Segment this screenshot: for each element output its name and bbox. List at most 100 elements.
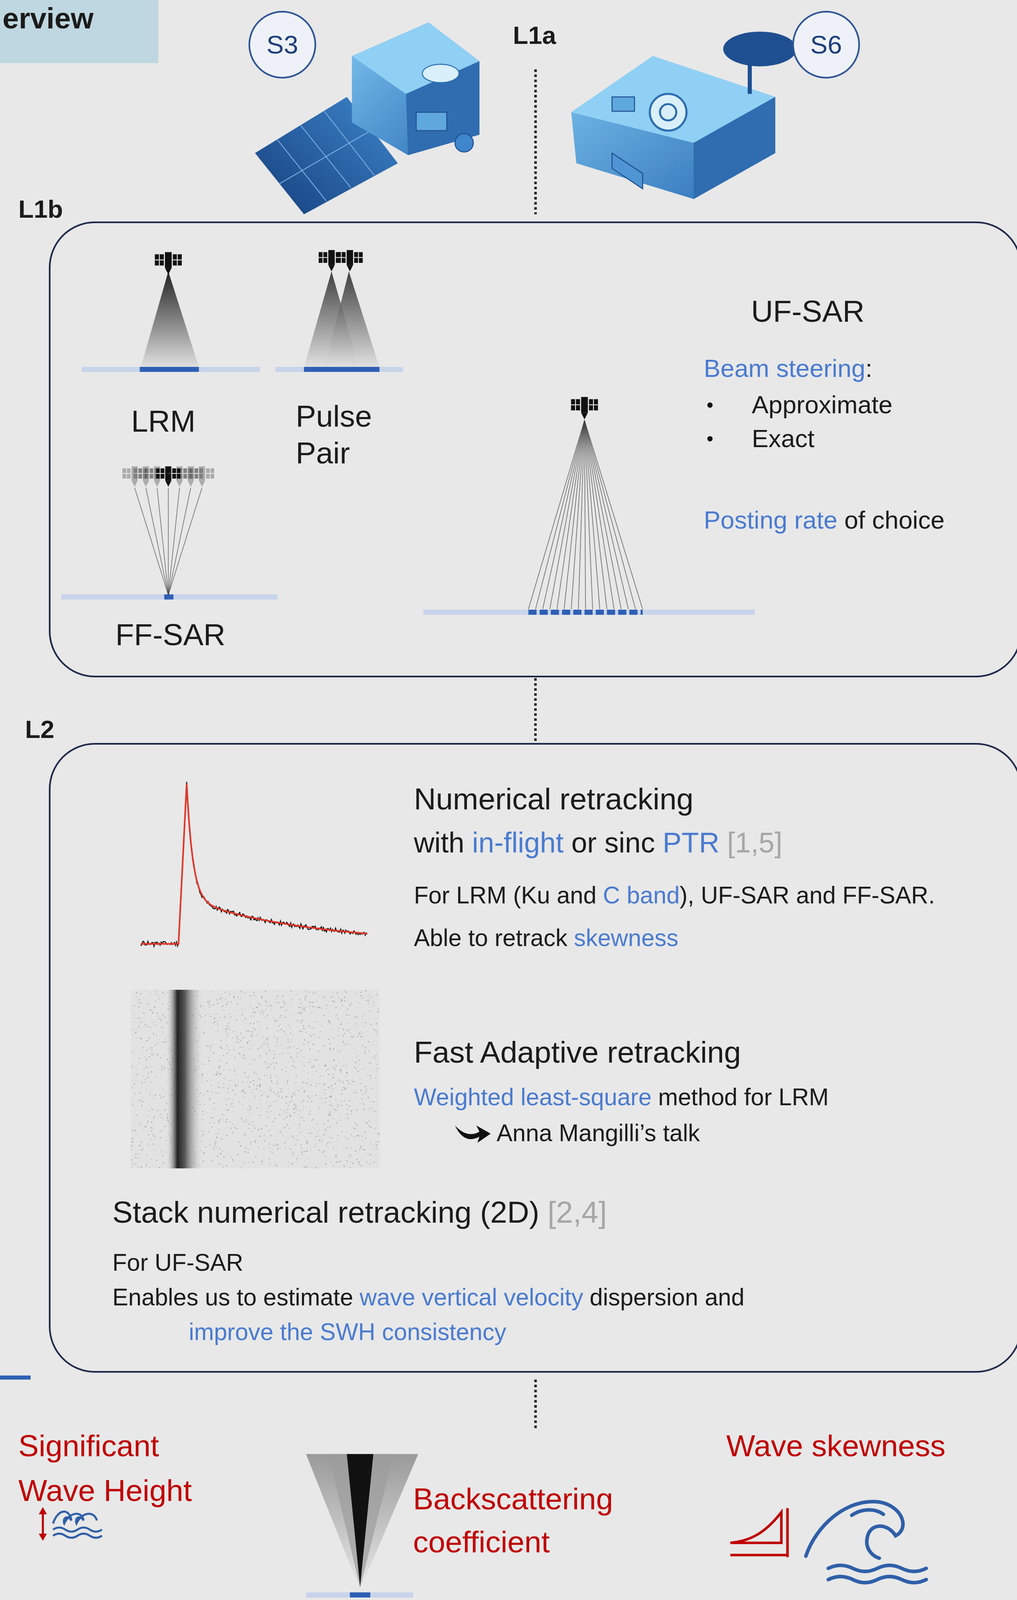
illustration-part [318,1139,320,1141]
illustration-part [231,1089,233,1091]
illustration-part [276,1029,278,1031]
illustration-part [237,1003,239,1005]
illustration-part [313,1063,315,1065]
illustration-part [169,1098,171,1100]
illustration-part [176,1054,178,1056]
illustration-part [230,1016,232,1017]
illustration-part [337,1110,339,1112]
illustration-part [269,1165,271,1167]
illustration-part [261,1125,262,1127]
illustration-part [349,1058,350,1060]
illustration-part [263,1040,265,1042]
illustration-part [276,1164,277,1166]
illustration-part [286,1124,288,1126]
illustration-part [282,1052,284,1053]
illustration-part [349,1166,351,1168]
illustration-part [350,1153,352,1155]
illustration-part [262,1013,264,1015]
illustration-part [135,1130,137,1132]
illustration-part [145,1058,147,1060]
illustration-part [141,1148,143,1150]
illustration-part [175,1143,177,1145]
illustration-part [314,1005,316,1007]
illustration-part [287,1024,289,1025]
illustration-part [164,593,174,599]
illustration-part [225,1164,227,1166]
circle-shape [793,11,860,78]
illustration-part [255,1165,257,1167]
illustration-part [138,1025,140,1027]
illustration-part [197,1128,198,1129]
illustration-part [167,1001,169,1002]
illustration-part [274,1053,276,1055]
illustration-part [304,1099,306,1101]
illustration-part [273,1066,275,1068]
illustration-part [290,1038,292,1040]
illustration-part [253,994,255,996]
illustration-part [261,995,263,997]
illustration-part [169,996,170,998]
illustration-part [230,1156,231,1158]
illustration-part [377,1067,378,1069]
text: : [865,354,873,383]
illustration-part [280,1028,282,1030]
illustration-part [291,998,293,1000]
illustration-part [247,1108,249,1110]
illustration-part [329,1099,330,1101]
illustration-part [318,1036,320,1038]
illustration-part [182,1148,183,1149]
illustration-part [217,1029,219,1031]
illustration-part [336,1033,338,1035]
illustration-part [323,996,325,997]
illustration-part [339,1118,341,1120]
illustration-part [354,1024,356,1026]
illustration-part [291,1161,293,1163]
illustration-part [81,366,260,372]
illustration-part [212,1116,214,1118]
illustration-part [145,1160,147,1162]
illustration-part [235,1073,237,1075]
illustration-part [202,1123,204,1125]
illustration-part [158,1038,160,1040]
illustration-part [584,420,643,609]
illustration-part [337,1017,339,1019]
illustration-part [649,93,687,131]
illustration-part [207,1002,208,1004]
illustration-part [210,1015,211,1017]
illustration-part [213,1142,215,1144]
illustration-part [241,1013,243,1015]
illustration-part [322,1155,324,1157]
illustration-part [322,1150,323,1152]
illustration-part [343,1148,345,1149]
illustration-part [53,1510,102,1537]
illustration-part [270,1063,272,1065]
illustration-part [291,1099,293,1101]
illustration-part [172,1105,174,1107]
illustration-part [248,1085,249,1087]
illustration-part [272,1050,274,1052]
stack-noise [130,989,380,1168]
illustration-part [295,1105,297,1106]
illustration-part [176,1107,178,1109]
illustration-part [174,994,176,996]
illustration-part [201,1073,203,1075]
illustration-part [332,991,334,992]
illustration-part [273,1120,274,1122]
illustration-part [241,1009,243,1011]
illustration-part [299,1029,300,1031]
illustration-part [304,1130,305,1132]
illustration-part [266,1084,268,1086]
illustration-part [134,1065,136,1067]
illustration-part [316,990,318,992]
illustration-part [323,1014,325,1016]
illustration-part [271,1104,272,1106]
illustration-part [349,1160,351,1162]
illustration-part [267,1085,269,1087]
illustration-part [219,1086,221,1088]
illustration-part [298,1006,300,1008]
illustration-part [276,1082,278,1084]
illustration-part [289,1147,291,1149]
illustration-part [273,1049,275,1051]
illustration-part [161,1068,163,1070]
illustration-part [257,1117,259,1119]
